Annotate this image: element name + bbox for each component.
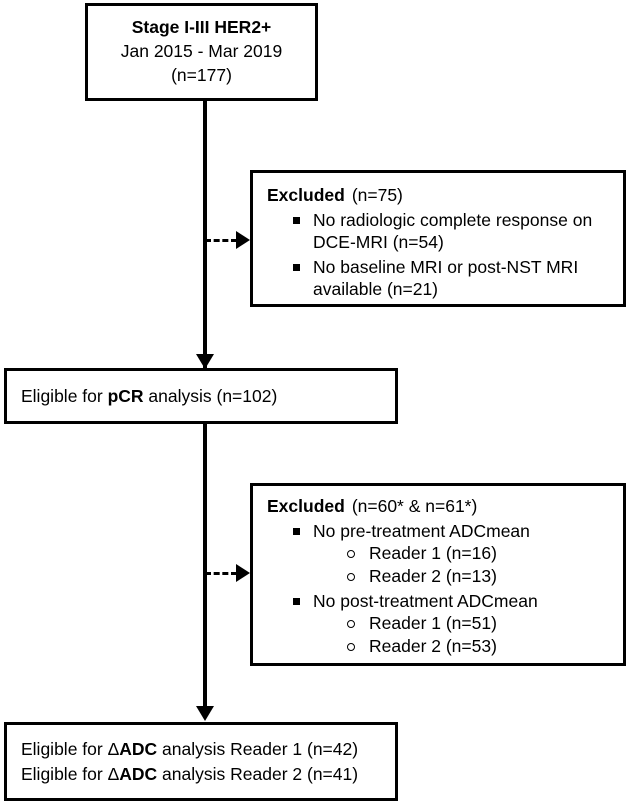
excluded-1-title: Excluded(n=75) [267, 185, 403, 205]
list-item: No post-treatment ADCmean Reader 1 (n=51… [293, 590, 613, 658]
connector-branch-excluded-1-line [205, 239, 237, 242]
list-item: No pre-treatment ADCmean Reader 1 (n=16)… [293, 520, 613, 588]
cohort-period: Jan 2015 - Mar 2019 [120, 41, 283, 62]
list-item: Reader 1 (n=51) [347, 612, 613, 635]
circle-bullet-icon [347, 573, 355, 582]
cohort-title: Stage I-III HER2+ [131, 17, 272, 38]
square-bullet-icon [293, 527, 300, 535]
list-item: Reader 2 (n=53) [347, 635, 613, 658]
delta-adc-reader-1: Eligible for ΔADC analysis Reader 1 (n=4… [21, 738, 359, 759]
circle-bullet-icon [347, 620, 355, 629]
circle-bullet-icon [347, 550, 355, 559]
connector-branch-excluded-2-line [205, 572, 237, 575]
list-item: Reader 1 (n=16) [347, 542, 613, 565]
connector-branch-excluded-2-arrowhead [236, 564, 250, 582]
connector-branch-excluded-1-arrowhead [236, 231, 250, 249]
node-excluded-2: Excluded(n=60* & n=61*) No pre-treatment… [250, 483, 626, 666]
node-excluded-1: Excluded(n=75) No radiologic complete re… [250, 170, 626, 307]
pcr-label: Eligible for pCR analysis (n=102) [21, 385, 278, 406]
square-bullet-icon [293, 263, 300, 271]
node-cohort: Stage I-III HER2+ Jan 2015 - Mar 2019 (n… [85, 3, 318, 101]
excluded-2-list: No pre-treatment ADCmean Reader 1 (n=16)… [267, 520, 613, 658]
node-pcr-eligible: Eligible for pCR analysis (n=102) [4, 368, 398, 424]
cohort-count: (n=177) [171, 64, 232, 85]
circle-bullet-icon [347, 642, 355, 651]
connector-cohort-to-pcr-arrowhead [196, 354, 214, 369]
delta-adc-reader-2: Eligible for ΔADC analysis Reader 2 (n=4… [21, 763, 359, 784]
connector-pcr-to-delta-adc-arrowhead [196, 706, 214, 721]
excluded-2-sublist: Reader 1 (n=51) Reader 2 (n=53) [313, 612, 613, 658]
list-item: No baseline MRI or post-NST MRI availabl… [293, 256, 613, 301]
list-item: Reader 2 (n=13) [347, 565, 613, 588]
excluded-2-sublist: Reader 1 (n=16) Reader 2 (n=13) [313, 542, 613, 588]
list-item: No radiologic complete response on DCE-M… [293, 209, 613, 254]
excluded-2-title: Excluded(n=60* & n=61*) [267, 496, 478, 516]
excluded-1-list: No radiologic complete response on DCE-M… [267, 209, 613, 301]
square-bullet-icon [293, 216, 300, 224]
node-delta-adc-eligible: Eligible for ΔADC analysis Reader 1 (n=4… [4, 722, 398, 801]
square-bullet-icon [293, 597, 300, 605]
connector-pcr-to-delta-adc-line [203, 424, 207, 712]
